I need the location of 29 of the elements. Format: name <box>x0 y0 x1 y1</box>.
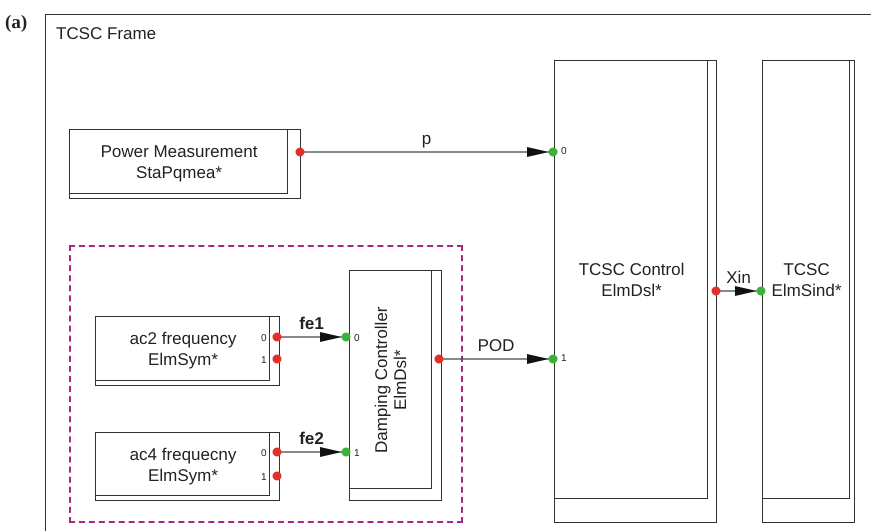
panel-label: (a) <box>5 11 28 35</box>
dashed-group-box <box>69 245 463 523</box>
port-number: 1 <box>561 353 567 365</box>
port-number: 0 <box>561 146 567 158</box>
port-number: 1 <box>261 355 267 367</box>
port-number: 1 <box>261 472 267 484</box>
block-label: ac2 frequency ElmSym* <box>128 328 238 370</box>
block-label: ac4 frequecny ElmSym* <box>128 444 238 486</box>
frame-border <box>45 14 871 531</box>
frame-title: TCSC Frame <box>56 23 156 45</box>
block-label: Power Measurement StaPqmea* <box>100 141 258 183</box>
model-block <box>95 432 280 501</box>
port-number: 0 <box>261 448 267 460</box>
edge-label: Xin <box>726 269 751 287</box>
edge-label: fe2 <box>299 430 324 448</box>
port-number: 1 <box>354 448 360 460</box>
model-block <box>762 60 855 523</box>
controller-block <box>349 270 442 501</box>
edge-label: POD <box>478 337 514 355</box>
port-number: 0 <box>354 333 360 345</box>
edge-label: fe1 <box>299 315 324 333</box>
block-label: TCSC Control ElmDsl* <box>578 259 686 301</box>
block-label: TCSC ElmSind* <box>770 259 842 301</box>
block-label: Damping Controller ElmDsl* <box>372 306 410 456</box>
model-block <box>95 316 280 386</box>
model-block <box>69 129 301 199</box>
edge-label: p <box>422 130 432 148</box>
model-block <box>554 60 717 523</box>
port-number: 0 <box>261 333 267 345</box>
